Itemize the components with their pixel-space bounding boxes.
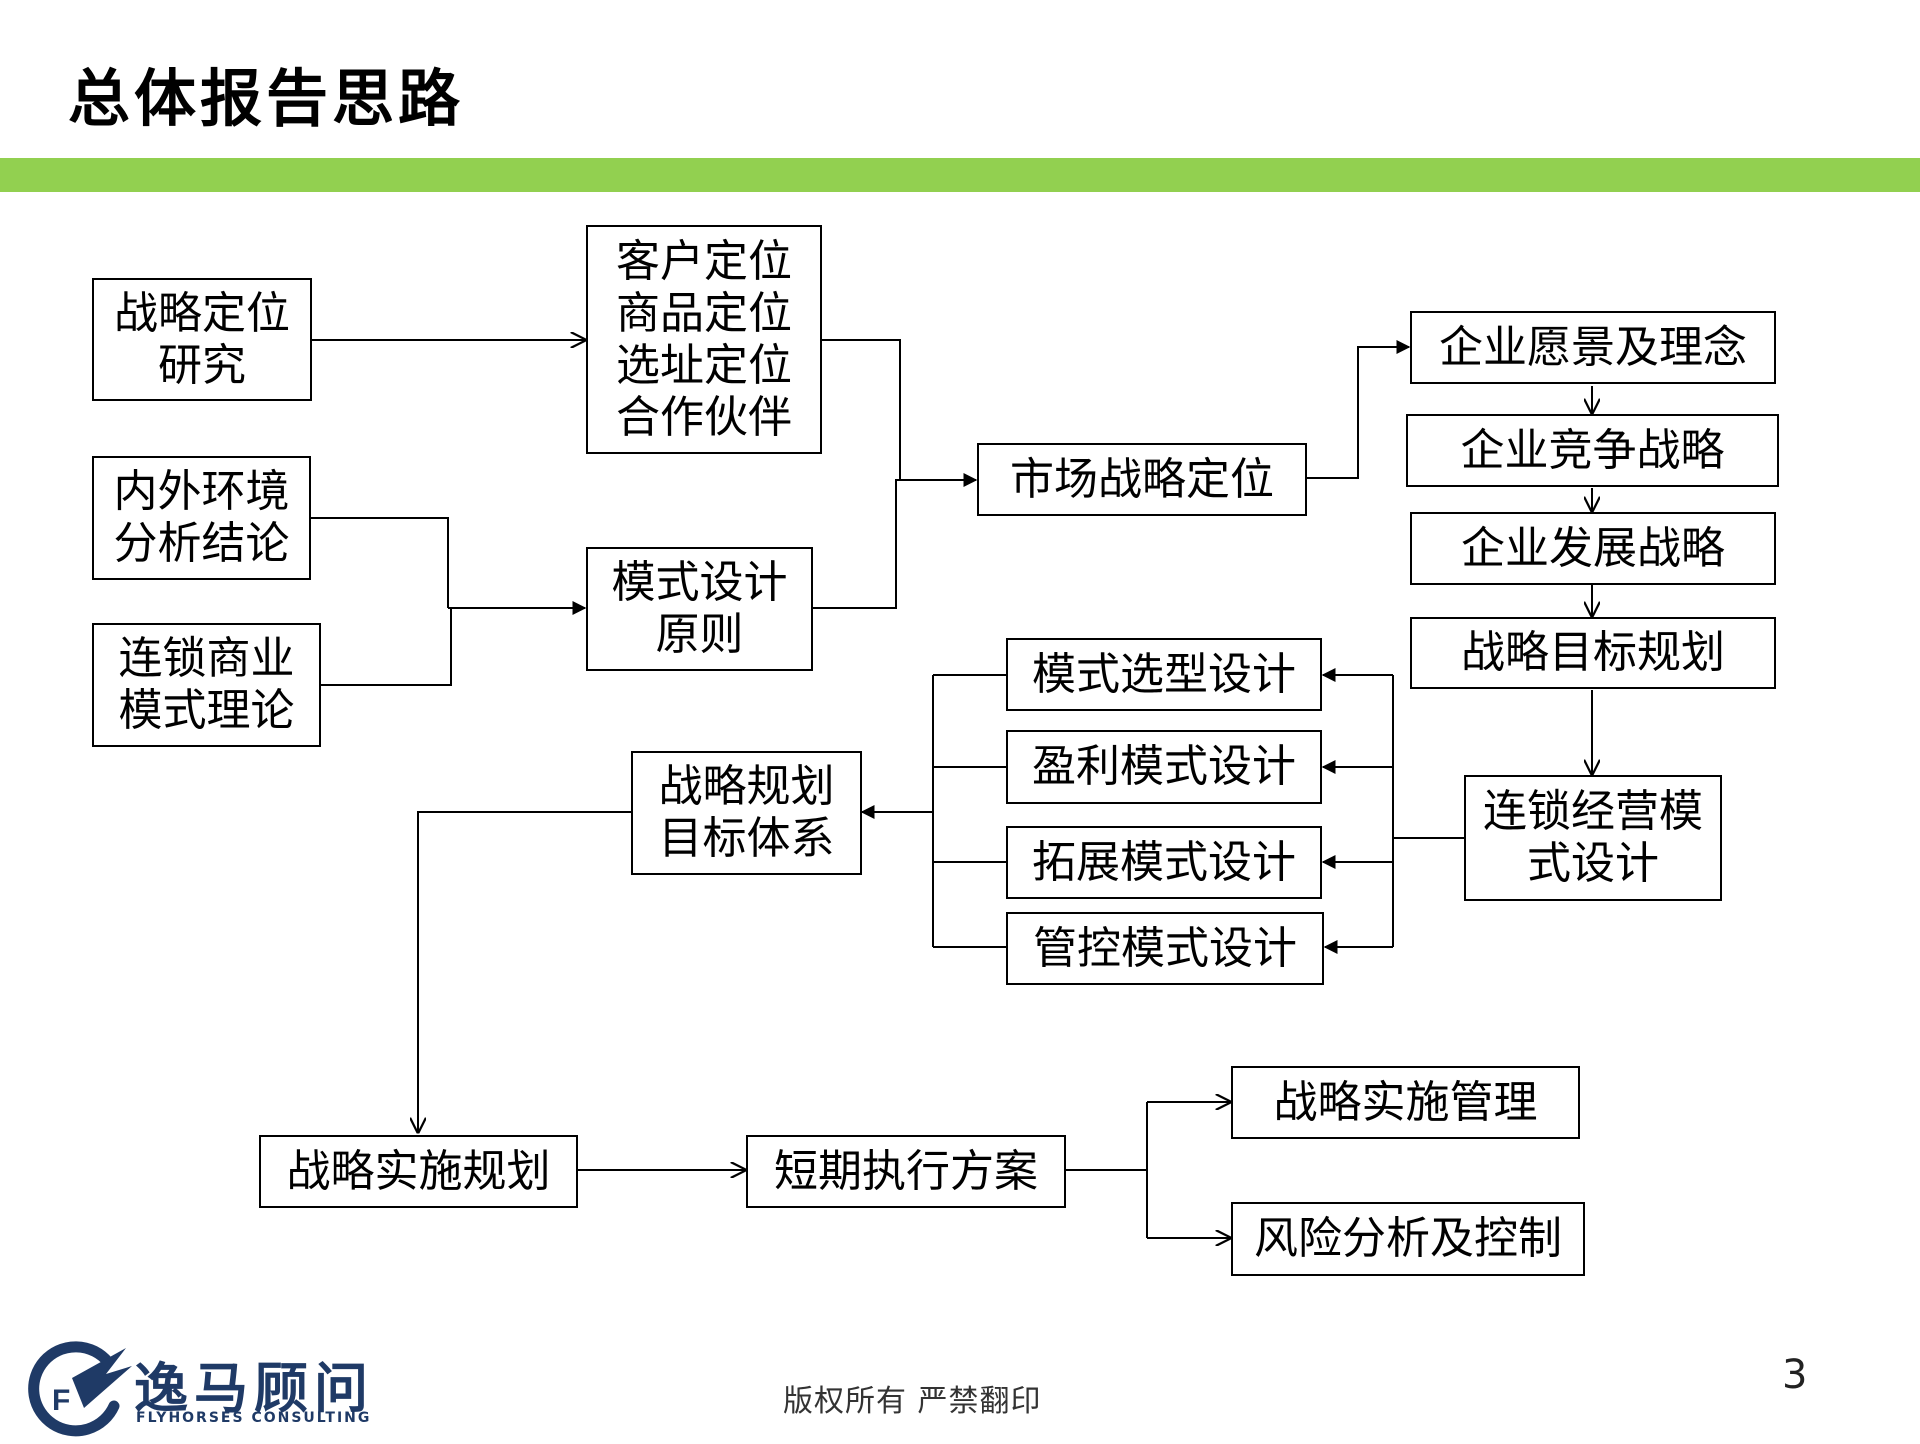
node-profit-mode: 盈利模式设计 — [1006, 730, 1322, 804]
page-number: 3 — [1782, 1352, 1808, 1398]
node-goal-system: 战略规划 目标体系 — [631, 751, 862, 875]
title-band — [0, 158, 1920, 192]
node-market-strategy: 市场战略定位 — [977, 443, 1307, 516]
node-competition: 企业竞争战略 — [1406, 414, 1779, 487]
link-chain-principle — [320, 608, 452, 686]
link-goalsystem-implement — [418, 811, 631, 1132]
node-short-term: 短期执行方案 — [746, 1135, 1066, 1208]
node-mode-principle: 模式设计 原则 — [586, 547, 813, 671]
company-logo: F 逸马顾问 FLYHORSES CONSULTING — [22, 1338, 394, 1440]
node-risk-control: 风险分析及控制 — [1231, 1202, 1585, 1276]
link-market-vision — [1306, 340, 1411, 479]
logo-subtitle: FLYHORSES CONSULTING — [136, 1410, 372, 1426]
page-title: 总体报告思路 — [68, 62, 465, 135]
node-implement-mgmt: 战略实施管理 — [1231, 1066, 1580, 1139]
node-env-analysis: 内外环境 分析结论 — [92, 456, 311, 580]
node-expand-mode: 拓展模式设计 — [1006, 826, 1322, 899]
node-goal-plan: 战略目标规划 — [1410, 617, 1776, 689]
node-chain-mode: 连锁经营模 式设计 — [1464, 775, 1722, 901]
node-implement-plan: 战略实施规划 — [259, 1135, 578, 1208]
logo-mark-icon: F — [28, 1341, 132, 1437]
node-positioning: 客户定位 商品定位 选址定位 合作伙伴 — [586, 225, 822, 454]
node-strategy-research: 战略定位 研究 — [92, 278, 312, 401]
link-env-principle — [310, 517, 449, 608]
node-development: 企业发展战略 — [1410, 512, 1776, 585]
link-principle-market — [812, 473, 978, 609]
node-mode-select: 模式选型设计 — [1006, 638, 1322, 711]
svg-text:F: F — [52, 1384, 70, 1417]
node-chain-theory: 连锁商业 模式理论 — [92, 623, 321, 747]
copyright-footer: 版权所有 严禁翻印 — [783, 1384, 1042, 1419]
link-positioning-market — [820, 339, 901, 480]
logo-name: 逸马顾问 — [134, 1357, 374, 1420]
node-control-mode: 管控模式设计 — [1006, 912, 1324, 985]
node-vision: 企业愿景及理念 — [1410, 311, 1776, 384]
